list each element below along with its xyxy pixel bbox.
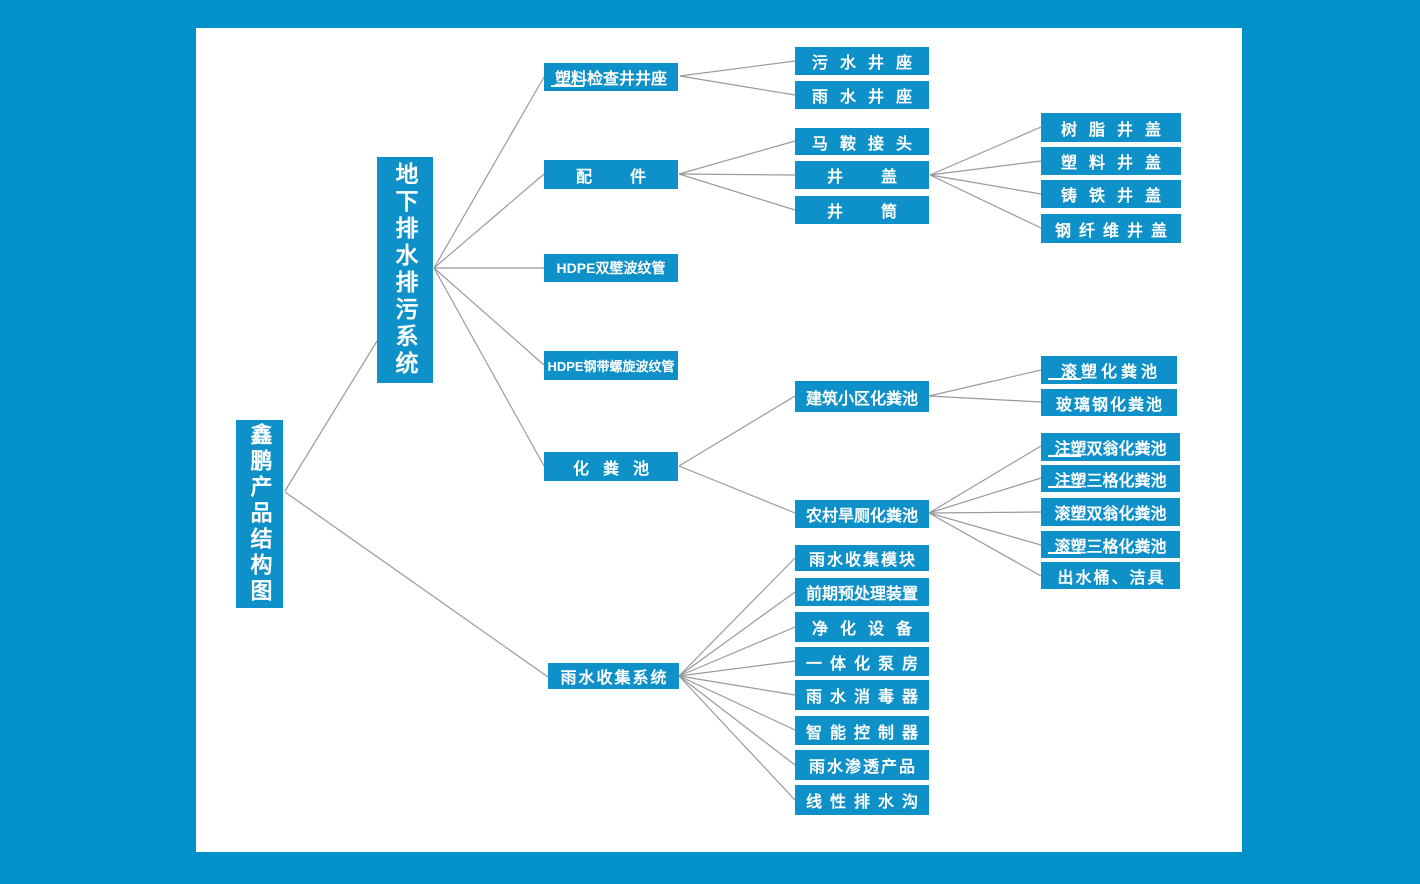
node-fittings: 配件 bbox=[544, 160, 678, 189]
node-pretreatment-device: 前期预处理装置 bbox=[795, 578, 929, 606]
node-rain-infiltration-products: 雨水渗透产品 bbox=[795, 750, 929, 780]
node-outlet-bucket-sanitary: 出水桶、洁具 bbox=[1041, 562, 1180, 589]
node-steel-fiber-cover: 钢纤维井盖 bbox=[1041, 214, 1181, 243]
node-injection-double-urn-septic: 注塑双翁化粪池 bbox=[1041, 433, 1180, 461]
node-roto-double-urn-septic: 滚塑双翁化粪池 bbox=[1041, 498, 1180, 526]
node-cast-iron-cover: 铸铁井盖 bbox=[1041, 180, 1181, 208]
node-saddle-joint: 马鞍接头 bbox=[795, 128, 929, 155]
node-plastic-inspection-well-base: 塑料检查井井座 bbox=[544, 63, 678, 91]
node-well-shaft: 井筒 bbox=[795, 196, 929, 224]
node-rainwater-system: 雨水收集系统 bbox=[548, 663, 679, 689]
node-roto-three-grid-septic: 滚塑三格化粪池 bbox=[1041, 531, 1180, 558]
node-sewage-well-base: 污水井座 bbox=[795, 47, 929, 75]
node-resin-cover: 树脂井盖 bbox=[1041, 113, 1181, 142]
node-rain-disinfector: 雨水消毒器 bbox=[795, 680, 929, 710]
node-community-septic-tank: 建筑小区化粪池 bbox=[795, 381, 929, 412]
node-underground-system: 地下排水排污系统 bbox=[377, 157, 433, 383]
node-rural-latrine-septic-tank: 农村旱厕化粪池 bbox=[795, 500, 929, 528]
node-hdpe-steel-belt-pipe: HDPE钢带螺旋波纹管 bbox=[544, 351, 678, 380]
node-rain-well-base: 雨水井座 bbox=[795, 81, 929, 109]
node-purification-equipment: 净化设备 bbox=[795, 612, 929, 642]
node-integrated-pump-house: 一体化泵房 bbox=[795, 647, 929, 676]
node-root: 鑫鹏产品结构图 bbox=[236, 420, 283, 608]
node-well-cover: 井盖 bbox=[795, 161, 929, 189]
node-plastic-cover: 塑料井盖 bbox=[1041, 147, 1181, 175]
node-injection-three-grid-septic: 注塑三格化粪池 bbox=[1041, 465, 1180, 492]
node-frp-septic-tank: 玻璃钢化粪池 bbox=[1041, 389, 1177, 416]
node-septic-tank: 化粪池 bbox=[544, 452, 678, 481]
node-rotomolded-septic-tank: 滚塑化粪池 bbox=[1041, 356, 1177, 384]
node-rain-collection-module: 雨水收集模块 bbox=[795, 545, 929, 571]
node-hdpe-double-wall-pipe: HDPE双壁波纹管 bbox=[544, 254, 678, 282]
node-smart-controller: 智能控制器 bbox=[795, 716, 929, 745]
node-linear-drainage-channel: 线性排水沟 bbox=[795, 785, 929, 815]
